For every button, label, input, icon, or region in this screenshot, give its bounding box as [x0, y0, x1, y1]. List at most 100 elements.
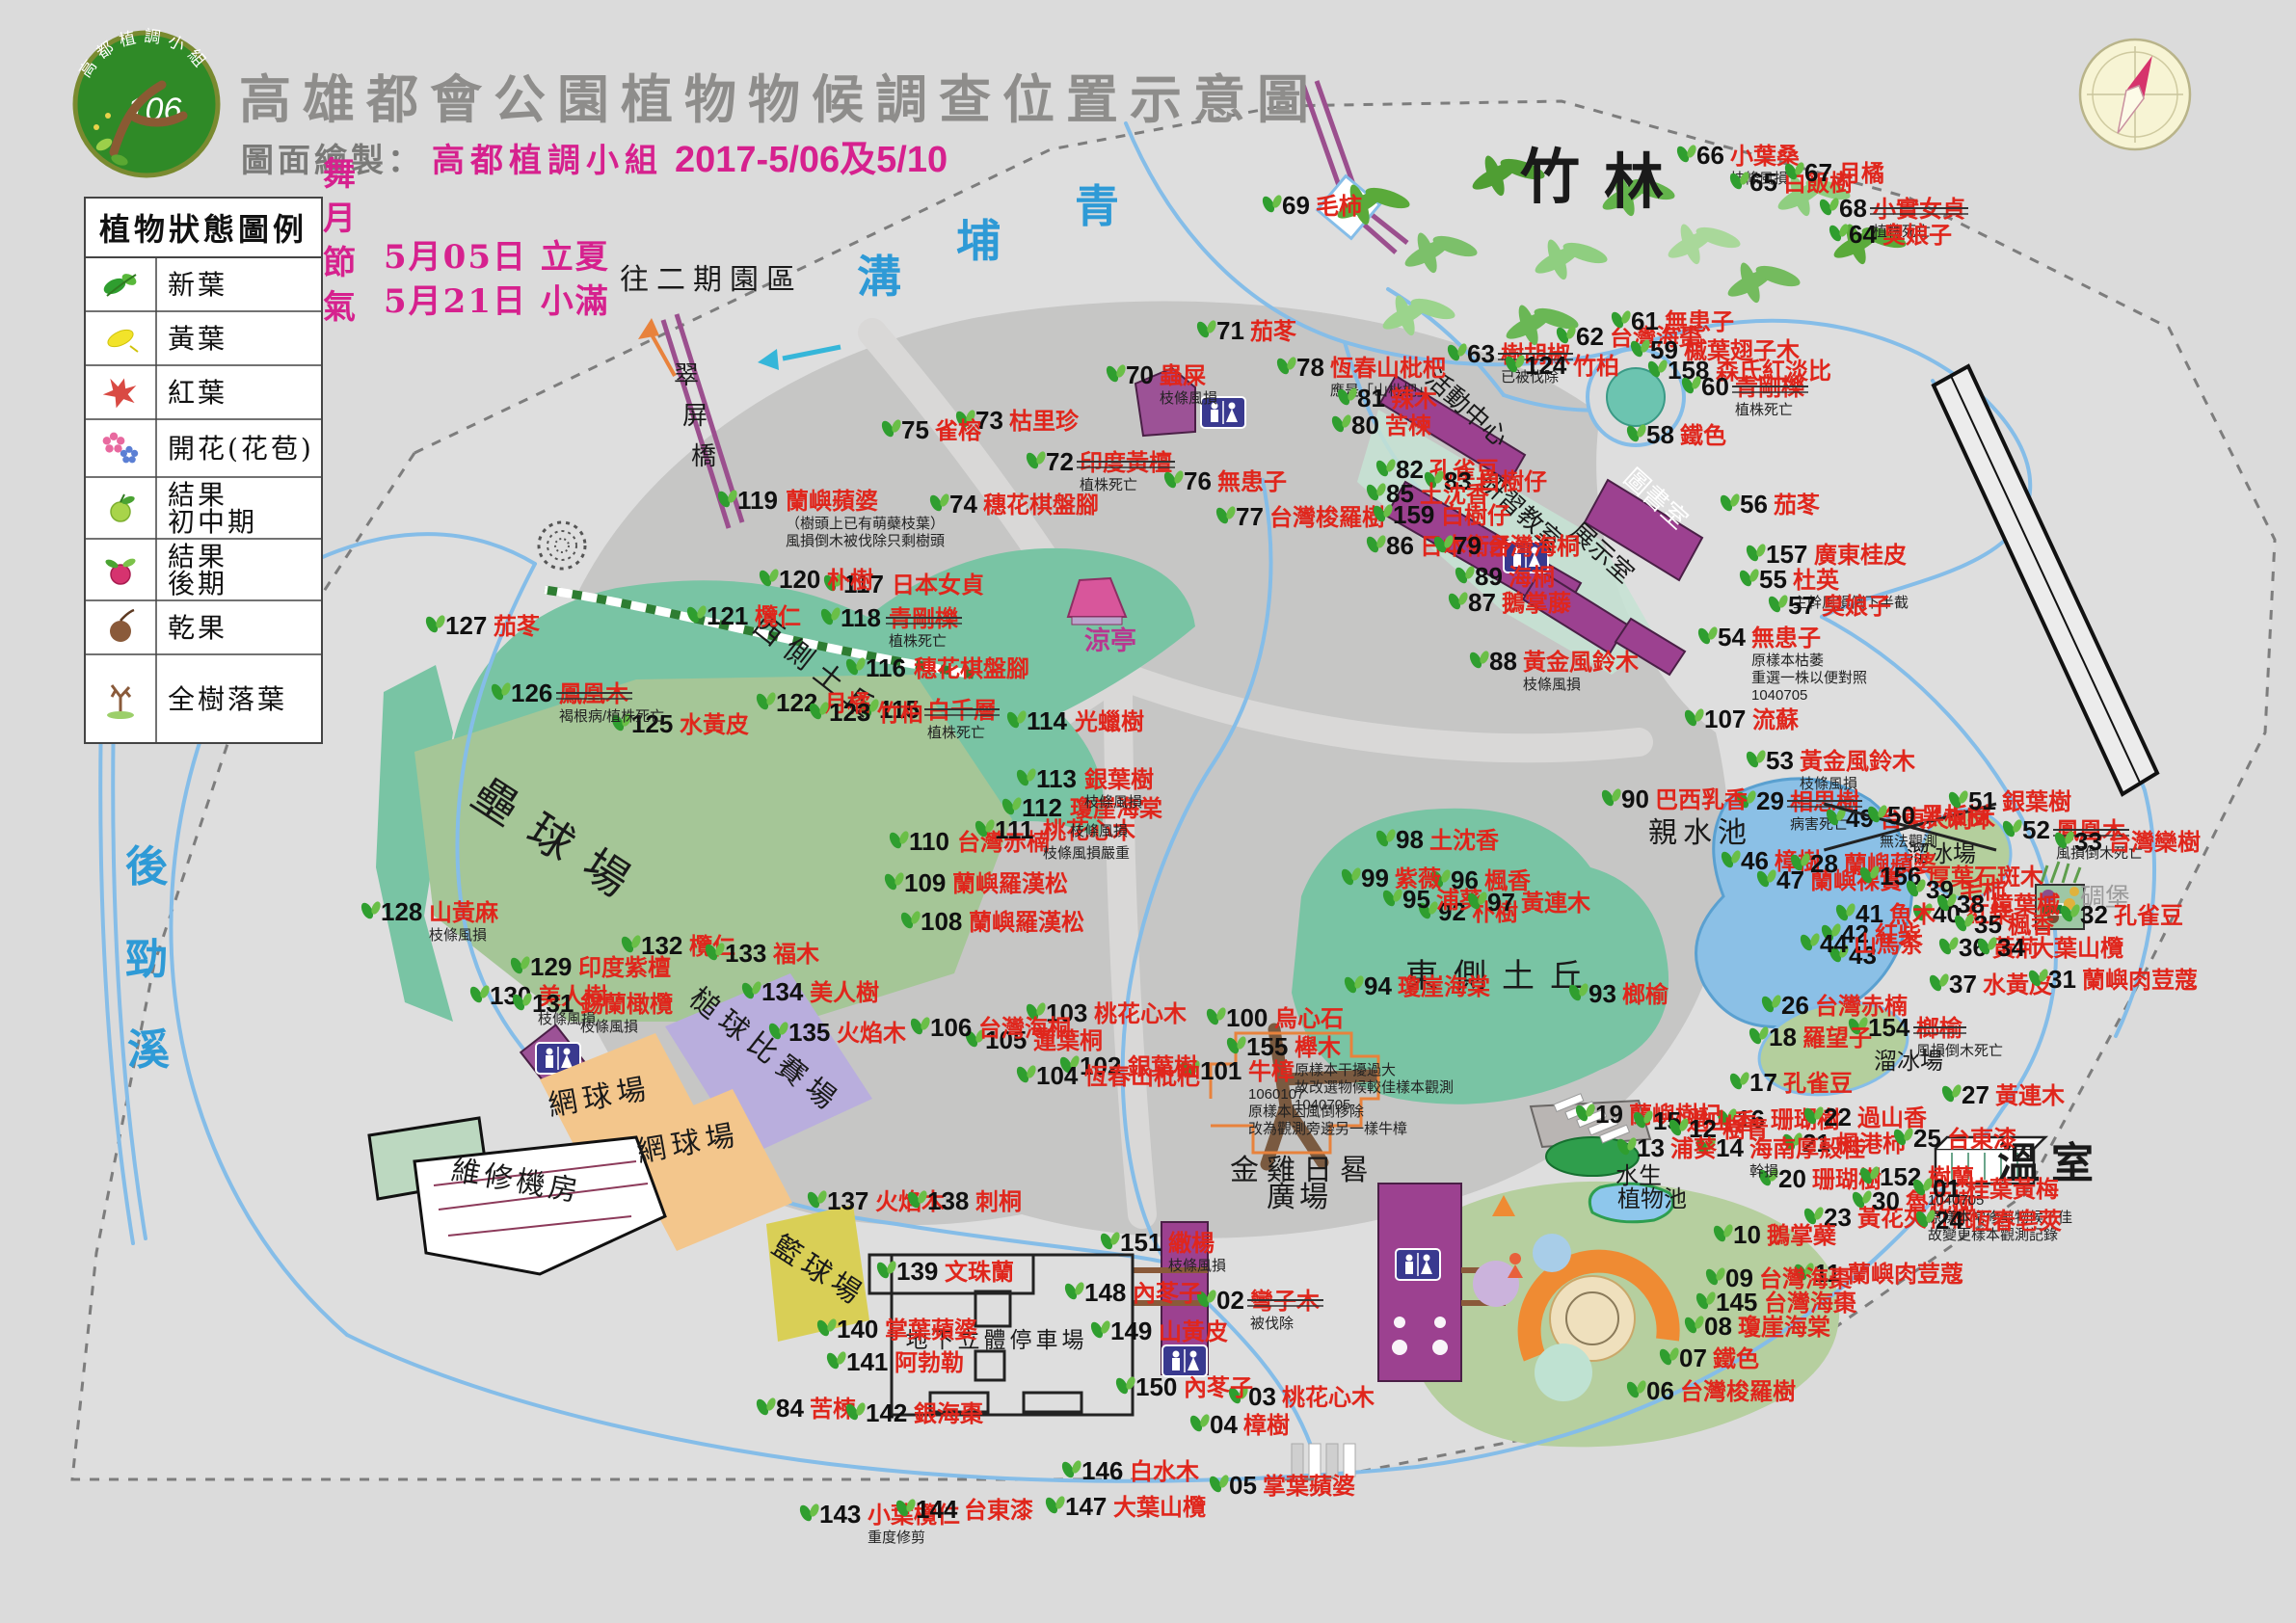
plant-note: 枝條風損 — [1168, 1258, 1226, 1274]
plant-name: 蘭嶼肉荳蔻 — [1848, 1262, 1963, 1288]
area-label: 溜冰場 — [1907, 840, 1976, 867]
leaf-icon — [856, 657, 866, 671]
leaf-icon — [966, 410, 975, 423]
plant-name: 台灣梭羅樹 — [1680, 1378, 1796, 1405]
legend-title: 植物狀態圖例 — [99, 211, 307, 248]
leaf-icon — [1926, 1210, 1936, 1223]
leaf-icon — [1196, 1290, 1210, 1308]
leaf-icon — [1859, 1167, 1873, 1184]
leaf-icon — [1433, 536, 1447, 553]
leaf-icon — [1262, 196, 1275, 213]
plant-name: 森氏紅淡比 — [1716, 358, 1831, 385]
legend-label: 乾果 — [168, 612, 227, 644]
leaf-icon — [1749, 569, 1759, 582]
area-label: 埔 — [956, 215, 1001, 267]
plant-note: 原樣本常修剪物候不佳 — [1928, 1210, 2072, 1226]
leaf-icon — [1669, 1347, 1679, 1361]
leaf-icon — [1941, 1085, 1955, 1103]
plant-name: 茄苳 — [1774, 492, 1821, 519]
page-title: 高雄都會公園植物物候調查位置示意圖 — [239, 68, 1321, 130]
plant-number: 70 — [1126, 360, 1154, 389]
leaf-icon — [1736, 791, 1749, 809]
leaf-icon — [859, 700, 872, 717]
amphitheater-stage — [1549, 1275, 1636, 1362]
compass — [2078, 38, 2192, 151]
building-bottom-right — [1377, 1183, 1462, 1382]
plant-number: 129 — [530, 952, 572, 981]
area-label: 溫室 — [1997, 1139, 2105, 1188]
plant-number: 41 — [1855, 899, 1883, 928]
area-label: 碉堡 — [2080, 884, 2130, 913]
plant-name: 樟樹 — [1243, 1412, 1290, 1439]
plant-name: 黃荊 — [1992, 936, 2039, 962]
leaf-icon — [1579, 983, 1589, 997]
plant-number: 03 — [1248, 1382, 1276, 1411]
plant-name: 牛樟 — [1248, 1058, 1295, 1085]
legend-label: 黃葉 — [168, 323, 227, 355]
plant-name: 月橘 — [823, 691, 870, 717]
leaf-icon — [766, 1397, 776, 1411]
leaf-icon — [1870, 865, 1880, 879]
plant-number: 13 — [1637, 1133, 1665, 1162]
leaf-icon — [2013, 819, 2022, 833]
leaf-icon — [1749, 1027, 1762, 1045]
leaf-icon — [1756, 870, 1770, 888]
roof-vents — [1392, 1317, 1448, 1355]
plant-number: 133 — [725, 939, 766, 968]
logo-dot-icon — [93, 124, 99, 130]
credit-value: 高都植調小組 — [432, 142, 663, 180]
plant-number: 63 — [1467, 339, 1495, 368]
waterways — [98, 121, 2156, 1483]
leaf-icon — [1846, 903, 1855, 917]
plant-number: 150 — [1135, 1372, 1177, 1401]
plant-number: 116 — [866, 653, 906, 682]
leaf-icon — [834, 573, 843, 587]
leaf-icon — [921, 1017, 930, 1030]
leaf-icon — [1801, 853, 1810, 866]
leaf-icon — [1768, 596, 1781, 613]
plant-name: 孔雀豆 — [1783, 1071, 1853, 1097]
leaf-icon — [1778, 595, 1788, 608]
leaf-icon — [622, 713, 631, 727]
plant-number: 53 — [1766, 746, 1794, 775]
plant-name: 紅柴 — [1966, 901, 2014, 928]
leaf-icon — [360, 902, 374, 919]
leaf-icon — [2028, 970, 2042, 987]
plant-number: 07 — [1679, 1344, 1707, 1372]
leaf-icon — [1101, 1320, 1110, 1334]
plant-number: 59 — [1650, 335, 1678, 364]
leaf-icon — [1839, 945, 1849, 958]
plant-name: 掌葉蘋婆 — [1263, 1473, 1355, 1500]
leaf-icon — [1949, 937, 1959, 950]
plant-number: 139 — [896, 1257, 938, 1286]
plant-name: 槭葉翅子木 — [1684, 337, 1801, 364]
leaf-icon — [1366, 484, 1379, 501]
plant-name: 毛柿 — [1960, 877, 2006, 904]
plant-number: 148 — [1084, 1278, 1126, 1307]
plant-number: 78 — [1296, 353, 1324, 382]
